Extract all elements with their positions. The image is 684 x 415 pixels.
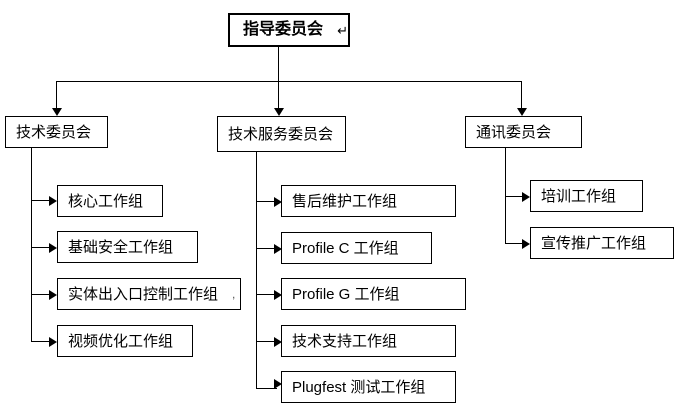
node-profile-c-working-group-label: Profile C 工作组 <box>292 239 399 257</box>
node-core-working-group-label: 核心工作组 <box>68 192 144 210</box>
connector-branch-technical-support <box>256 341 277 342</box>
node-training-working-group[interactable]: 培训工作组 <box>530 180 643 212</box>
arrow-right-icon-core <box>49 196 57 206</box>
arrow-right-icon-promotion <box>522 239 530 249</box>
node-core-working-group[interactable]: 核心工作组 <box>57 185 163 217</box>
node-video-optimization-working-group[interactable]: 视频优化工作组 <box>57 325 193 357</box>
connector-branch-core <box>31 200 52 201</box>
node-profile-c-working-group[interactable]: Profile C 工作组 <box>281 232 432 264</box>
node-technical-committee[interactable]: 技术委员会 <box>5 116 108 148</box>
arrow-down-icon-communication <box>517 108 527 116</box>
connector-drop-technical-service <box>278 81 279 110</box>
connector-branch-profile-c <box>256 248 277 249</box>
arrow-right-icon-technical-support <box>274 337 282 347</box>
connector-drop-communication <box>521 81 522 110</box>
connector-drop-technical <box>56 81 57 110</box>
node-communication-committee-label: 通讯委员会 <box>476 123 552 141</box>
arrow-right-icon-video-optimization <box>49 337 57 347</box>
node-plugfest-test-working-group[interactable]: Plugfest 测试工作组 <box>281 371 456 403</box>
node-technical-service-committee-label: 技术服务委员会 <box>228 125 334 143</box>
node-profile-g-working-group[interactable]: Profile G 工作组 <box>281 278 466 310</box>
node-technical-support-working-group[interactable]: 技术支持工作组 <box>281 325 456 357</box>
arrow-right-icon-plugfest <box>274 379 282 389</box>
connector-branch-plugfest <box>256 388 277 389</box>
node-after-sales-maintenance-working-group-label: 售后维护工作组 <box>292 192 398 210</box>
node-steering-committee[interactable]: 指导委员会 ↵ <box>228 13 350 47</box>
arrow-right-icon-after-sales <box>274 197 282 207</box>
node-promotion-working-group-label: 宣传推广工作组 <box>541 234 647 252</box>
node-profile-g-working-group-label: Profile G 工作组 <box>292 285 400 303</box>
node-steering-committee-label: 指导委员会 <box>243 21 324 38</box>
connector-branch-after-sales <box>256 201 277 202</box>
node-plugfest-test-working-group-label: Plugfest 测试工作组 <box>292 378 426 396</box>
connector-branch-video-optimization <box>31 341 52 342</box>
arrow-right-icon-physical-access <box>49 290 57 300</box>
arrow-down-icon-technical <box>52 108 62 116</box>
node-communication-committee[interactable]: 通讯委员会 <box>465 116 582 148</box>
trailing-mark: , <box>232 287 236 301</box>
arrow-right-icon-profile-c <box>274 244 282 254</box>
connector-branch-basic-security <box>31 247 52 248</box>
connector-trunk-technical <box>31 148 32 342</box>
node-technical-committee-label: 技术委员会 <box>16 123 92 141</box>
pilcrow-icon: ↵ <box>337 22 348 38</box>
node-training-working-group-label: 培训工作组 <box>541 187 617 205</box>
arrow-right-icon-basic-security <box>49 243 57 253</box>
node-technical-service-committee[interactable]: 技术服务委员会 <box>217 116 346 152</box>
arrow-right-icon-profile-g <box>274 290 282 300</box>
connector-root-stem <box>278 47 279 81</box>
connector-branch-training <box>505 196 526 197</box>
node-technical-support-working-group-label: 技术支持工作组 <box>292 332 398 350</box>
connector-trunk-technical-service <box>256 152 257 388</box>
node-physical-access-control-working-group-label: 实体出入口控制工作组 <box>68 285 219 303</box>
node-physical-access-control-working-group[interactable]: 实体出入口控制工作组 , <box>57 278 241 310</box>
connector-level2-bus <box>56 81 522 82</box>
node-promotion-working-group[interactable]: 宣传推广工作组 <box>530 227 674 259</box>
node-basic-security-working-group-label: 基础安全工作组 <box>68 238 174 256</box>
connector-branch-profile-g <box>256 294 277 295</box>
node-after-sales-maintenance-working-group[interactable]: 售后维护工作组 <box>281 185 456 217</box>
node-basic-security-working-group[interactable]: 基础安全工作组 <box>57 231 198 263</box>
arrow-down-icon-technical-service <box>274 108 284 116</box>
connector-branch-promotion <box>505 243 526 244</box>
node-video-optimization-working-group-label: 视频优化工作组 <box>68 332 174 350</box>
arrow-right-icon-training <box>522 192 530 202</box>
connector-branch-physical-access <box>31 294 52 295</box>
